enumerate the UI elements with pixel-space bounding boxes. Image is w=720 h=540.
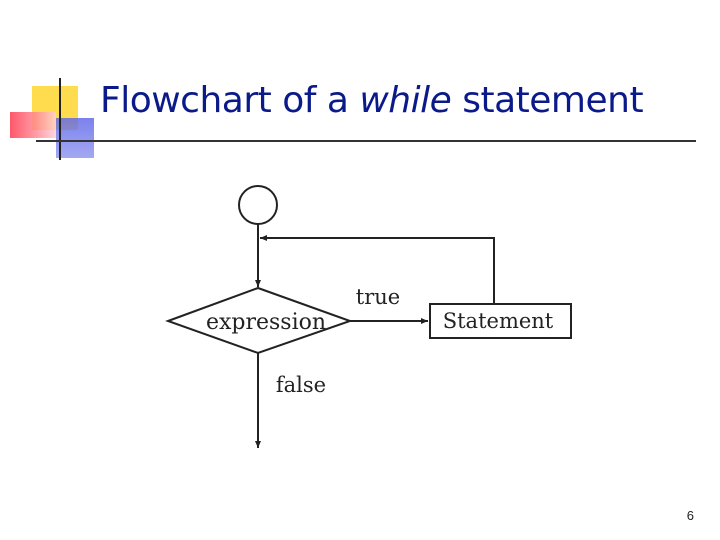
page-number: 6 bbox=[687, 508, 694, 523]
start-node bbox=[239, 186, 277, 224]
true-label: true bbox=[356, 285, 400, 309]
statement-label: Statement bbox=[443, 309, 554, 333]
false-label: false bbox=[276, 373, 326, 397]
decision-label: expression bbox=[206, 310, 326, 335]
